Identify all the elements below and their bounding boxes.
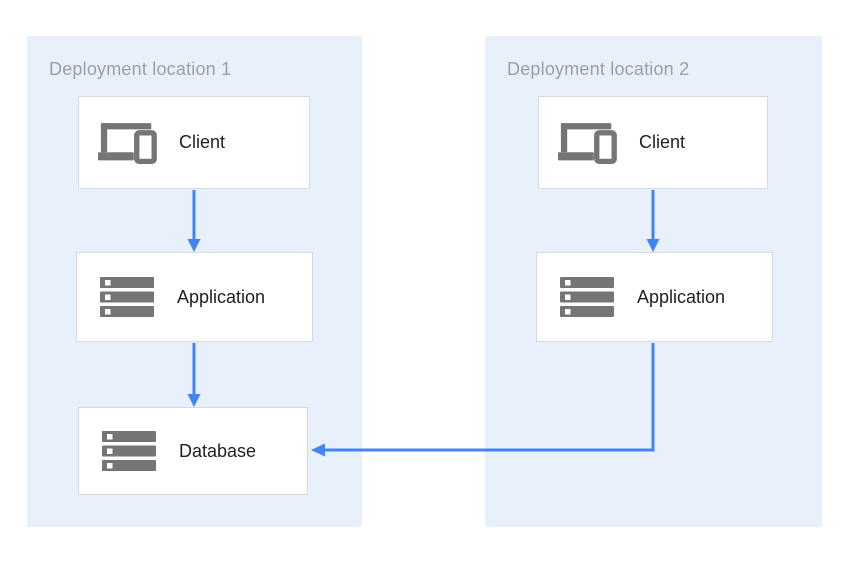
node-label: Application: [177, 286, 266, 307]
panel-title: Deployment location 1: [49, 59, 232, 79]
client-devices-icon: [97, 119, 161, 166]
panel-title: Deployment location 2: [507, 59, 690, 79]
server-stack-icon: [95, 277, 159, 317]
node-label: Client: [639, 132, 686, 152]
node-label: Database: [179, 440, 257, 461]
node-database-1: Database: [78, 407, 308, 495]
client-devices-icon: [557, 119, 621, 166]
node-label: Client: [179, 132, 226, 152]
node-client-2: Client: [538, 96, 768, 189]
node-application-1: Application: [76, 252, 313, 342]
node-label: Application: [637, 286, 726, 307]
node-client-1: Client: [78, 96, 310, 189]
server-stack-icon: [555, 277, 619, 317]
node-application-2: Application: [536, 252, 773, 342]
server-stack-icon: [97, 431, 161, 471]
